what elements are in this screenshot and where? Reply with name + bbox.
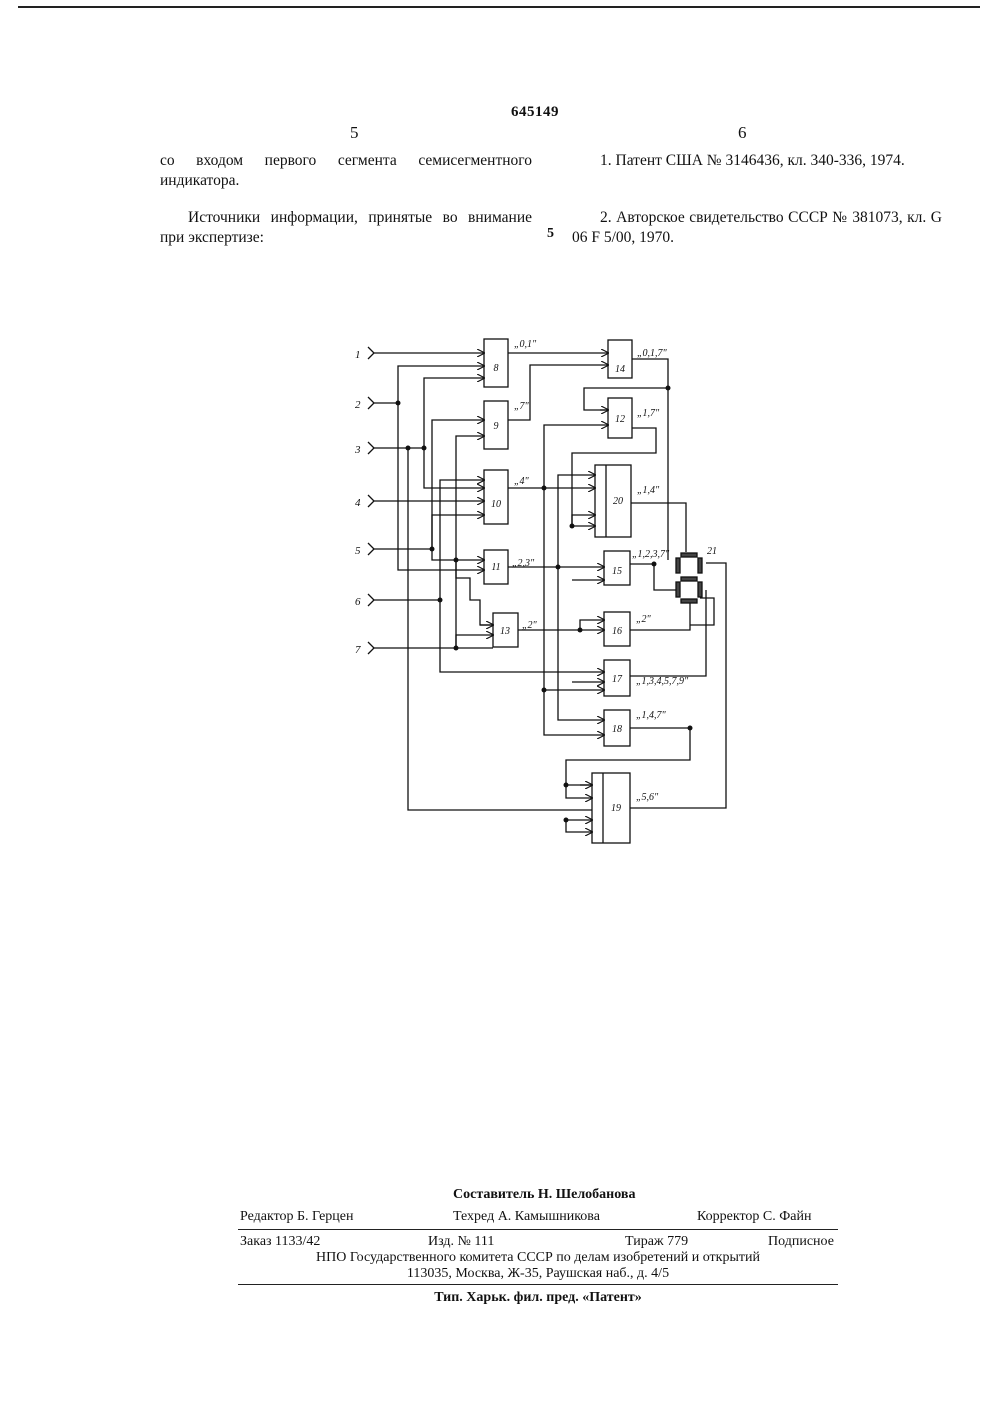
input-label-2: 2 [355,399,361,411]
block-number-11: 11 [491,562,500,573]
input-label-6: 6 [355,596,361,608]
label-block-18: „1,4,7" [636,710,667,721]
footer-compiler: Составитель Н. Шелобанова [453,1187,635,1203]
indicator-number-21: 21 [707,546,717,557]
footer-podpisnoe: Подписное [768,1234,834,1250]
label-block-19: „5,6" [636,792,659,803]
footer-rule-2 [238,1284,838,1285]
footer-printer: Тип. Харьк. фил. пред. «Патент» [238,1290,838,1306]
label-block-15: „1,2,3,7" [632,549,670,560]
input-label-3: 3 [354,444,361,456]
input-label-4: 4 [355,497,361,509]
block-number-9: 9 [494,421,499,432]
block-diagram: 1 2 3 4 5 6 7 8 9 10 11 12 13 14 15 16 1… [0,0,1000,900]
footer-editor: Редактор Б. Герцен [240,1209,354,1225]
block-number-12: 12 [615,414,625,425]
footer-rule-1 [238,1229,838,1230]
footer-izd: Изд. № 111 [428,1234,494,1250]
block-number-19: 19 [611,803,621,814]
indicator-21 [676,553,702,603]
label-block-13: „2" [522,620,538,631]
block-number-20: 20 [613,496,623,507]
block-number-18: 18 [612,724,622,735]
input-label-1: 1 [355,349,361,361]
block-10 [484,470,508,524]
label-block-14: „0,1,7" [637,348,668,359]
footer-tirazh: Тираж 779 [625,1234,688,1250]
block-number-14: 14 [615,364,625,375]
block-number-13: 13 [500,626,510,637]
footer-techred: Техред А. Камышникова [453,1209,600,1225]
input-label-5: 5 [355,545,361,557]
block-number-10: 10 [491,499,501,510]
block-number-17: 17 [612,674,623,685]
label-block-9: „7" [514,401,530,412]
label-block-20: „1,4" [637,485,660,496]
footer-address: 113035, Москва, Ж-35, Раушская наб., д. … [238,1266,838,1282]
label-block-17: „1,3,4,5,7,9" [636,676,689,687]
input-label-7: 7 [355,644,361,656]
label-block-12: „1,7" [637,408,660,419]
block-number-8: 8 [494,363,499,374]
label-block-10: „4" [514,476,530,487]
label-block-11: „2,3" [512,558,535,569]
block-number-15: 15 [612,566,622,577]
input-chevrons [368,347,374,654]
block-number-16: 16 [612,626,622,637]
label-block-8: „0,1" [514,339,537,350]
footer-corrector: Корректор С. Файн [697,1209,812,1225]
footer-npo: НПО Государственного комитета СССР по де… [238,1250,838,1266]
footer-order: Заказ 1133/42 [240,1234,320,1250]
label-block-16: „2" [636,614,652,625]
